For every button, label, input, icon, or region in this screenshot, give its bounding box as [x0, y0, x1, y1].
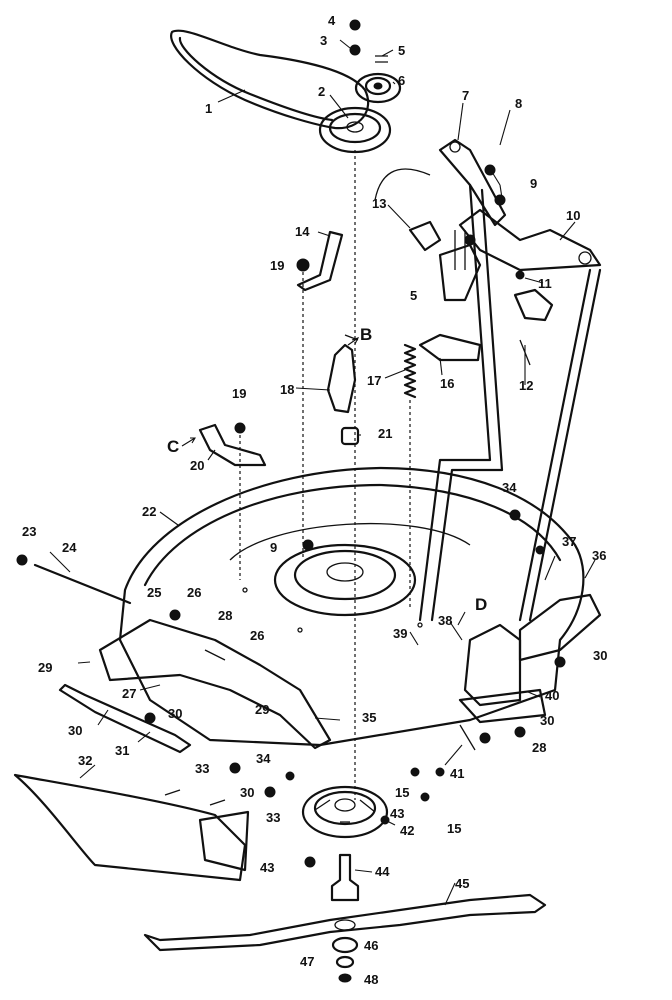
- callout-20: 20: [190, 458, 204, 473]
- idler-pulley-6: [354, 72, 402, 104]
- callout-42: 42: [400, 823, 414, 838]
- callout-37: 37: [562, 534, 576, 549]
- callout-5-repeat: 5: [410, 288, 417, 303]
- washer-nut-46-47-48: [331, 936, 359, 983]
- callout-43a: 43: [390, 806, 404, 821]
- callout-6: 6: [398, 73, 405, 88]
- callout-13: 13: [372, 196, 386, 211]
- callout-30a: 30: [68, 723, 82, 738]
- callout-33-repeat: 33: [266, 810, 280, 825]
- callout-11: 11: [538, 276, 552, 291]
- callout-1: 1: [205, 101, 212, 116]
- callout-7: 7: [462, 88, 469, 103]
- pulley-2: [318, 106, 392, 154]
- callout-30-repeat-4: 30: [240, 785, 254, 800]
- callout-17: 17: [367, 373, 381, 388]
- callout-21: 21: [378, 426, 392, 441]
- baffle-25: [98, 609, 332, 750]
- callout-15a: 15: [395, 785, 409, 800]
- callout-26a: 26: [187, 585, 201, 600]
- callout-9-repeat: 9: [270, 540, 277, 555]
- callout-48: 48: [364, 972, 378, 987]
- callout-44: 44: [375, 864, 390, 879]
- reference-arrows: [181, 337, 466, 626]
- callout-31: 31: [115, 743, 129, 758]
- right-brackets: [458, 509, 602, 751]
- reference-letter-b: B: [360, 325, 372, 344]
- callout-29-repeat: 29: [255, 702, 269, 717]
- idler-arm-assembly: [408, 138, 602, 366]
- hardware-33-43: [229, 762, 445, 868]
- callout-30-repeat-2: 30: [593, 648, 607, 663]
- rod-18: [326, 334, 359, 414]
- callout-25: 25: [147, 585, 161, 600]
- callout-39: 39: [393, 626, 407, 641]
- callout-46: 46: [364, 938, 378, 953]
- callout-30-repeat-1: 30: [168, 706, 182, 721]
- skid-plate-30-left: [58, 683, 192, 754]
- callout-19-repeat: 19: [270, 258, 284, 273]
- spindle-housing-42: [301, 785, 389, 839]
- callout-35: 35: [362, 710, 376, 725]
- callout-12: 12: [519, 378, 533, 393]
- spring-17: [403, 343, 417, 610]
- reference-letter-c: C: [167, 437, 179, 456]
- callout-29a: 29: [38, 660, 52, 675]
- callout-43-repeat: 43: [260, 860, 274, 875]
- rod-24: [16, 554, 132, 605]
- callout-18: 18: [280, 382, 294, 397]
- callout-26-repeat: 26: [250, 628, 264, 643]
- callout-9: 9: [530, 176, 537, 191]
- reference-letter-d: D: [475, 595, 487, 614]
- callout-14: 14: [295, 224, 310, 239]
- callout-34-repeat: 34: [502, 480, 517, 495]
- mower-deck-housing: [118, 466, 585, 747]
- callout-41: 41: [450, 766, 464, 781]
- callout-22: 22: [142, 504, 156, 519]
- callout-36: 36: [592, 548, 606, 563]
- callout-3: 3: [320, 33, 327, 48]
- callout-47: 47: [300, 954, 314, 969]
- callout-33a: 33: [195, 761, 209, 776]
- callout-40: 40: [545, 688, 559, 703]
- callout-38: 38: [438, 613, 452, 628]
- callout-4: 4: [328, 13, 336, 28]
- discharge-chute-32: [13, 773, 250, 882]
- callout-34a: 34: [256, 751, 271, 766]
- callout-15-repeat: 15: [447, 821, 461, 836]
- bracket-14: [296, 230, 344, 292]
- bolt-19-upper: [296, 258, 310, 560]
- callout-labels: 1 2 3 4 5 6 7 8 9 10 11 12 13 14 15 16 1…: [22, 13, 607, 987]
- callout-45: 45: [455, 876, 469, 891]
- callout-5: 5: [398, 43, 405, 58]
- callout-32: 32: [78, 753, 92, 768]
- bracket-20: [198, 422, 267, 580]
- callout-28-repeat: 28: [532, 740, 546, 755]
- pulley-hardware: [349, 19, 388, 63]
- leader-lines: [49, 39, 596, 906]
- callout-10: 10: [566, 208, 580, 223]
- callout-27: 27: [122, 686, 136, 701]
- callout-19a: 19: [232, 386, 246, 401]
- callout-23: 23: [22, 524, 36, 539]
- callout-8: 8: [515, 96, 522, 111]
- callout-24: 24: [62, 540, 77, 555]
- callout-30-repeat-3: 30: [540, 713, 554, 728]
- drive-belt: [170, 29, 370, 130]
- blade-45: [143, 893, 547, 952]
- callout-16: 16: [440, 376, 454, 391]
- spindle-shaft-44: [330, 853, 360, 902]
- bushing-21: [340, 426, 360, 446]
- callout-28a: 28: [218, 608, 232, 623]
- callout-2: 2: [318, 84, 325, 99]
- linkage-rods: [374, 168, 602, 622]
